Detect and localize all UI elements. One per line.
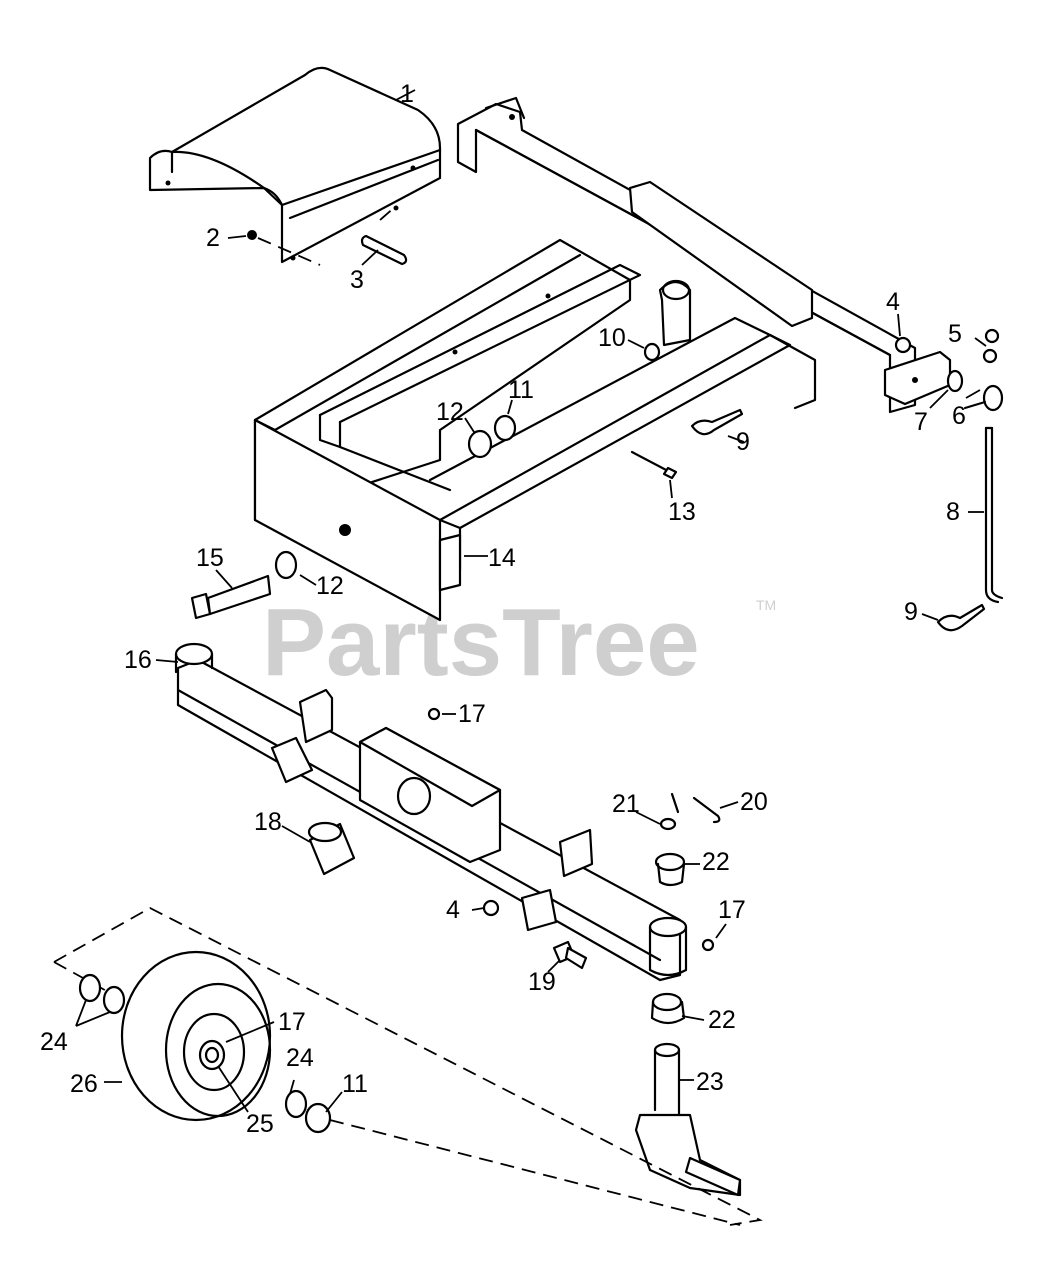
part-nut-17a [427, 707, 441, 721]
part-washer-7 [946, 369, 964, 393]
callout-4: 4 [886, 288, 900, 316]
callout-12b: 12 [316, 572, 344, 600]
callout-11b: 11 [342, 1070, 368, 1098]
part-axle-16 [174, 642, 688, 982]
part-nut-4b [482, 899, 500, 917]
callout-24b: 24 [286, 1044, 314, 1072]
watermark-brand: PartsTree [262, 589, 700, 696]
part-bolt-13 [630, 450, 678, 480]
part-rod-8 [984, 426, 1004, 604]
part-nut-17b [701, 938, 715, 952]
callout-11a: 11 [508, 376, 534, 404]
part-clip-9b [936, 603, 986, 632]
part-bushing-22b [650, 992, 686, 1025]
callout-13: 13 [668, 498, 696, 526]
part-wheel-26 [53, 906, 763, 1226]
part-pin-20 [670, 792, 721, 824]
callout-19: 19 [528, 968, 556, 996]
part-nut-10 [643, 342, 661, 362]
part-washer-12b [274, 550, 298, 580]
callout-5: 5 [948, 320, 962, 348]
callout-22b: 22 [708, 1006, 736, 1034]
part-nut-11a [493, 414, 517, 442]
callout-4b: 4 [446, 896, 460, 924]
part-nut-11b [304, 1102, 332, 1134]
callout-17c: 17 [278, 1008, 306, 1036]
part-spacer-18 [307, 821, 356, 876]
callout-17a: 17 [458, 700, 486, 728]
watermark: PartsTree TM [262, 589, 776, 696]
callout-23: 23 [696, 1068, 724, 1096]
callout-14: 14 [488, 544, 516, 572]
callout-7: 7 [914, 408, 928, 436]
part-washers-24 [78, 973, 308, 1119]
part-spindle-23 [634, 1042, 742, 1197]
watermark-trademark: TM [756, 597, 776, 613]
part-bolt-15 [190, 574, 272, 620]
part-bushing-22a [654, 852, 686, 887]
callout-25: 25 [246, 1110, 274, 1138]
callout-21: 21 [612, 790, 640, 818]
callout-22a: 22 [702, 848, 730, 876]
callout-16: 16 [124, 646, 152, 674]
callout-8: 8 [946, 498, 960, 526]
callout-9b: 9 [904, 598, 918, 626]
callout-15: 15 [196, 544, 224, 572]
part-cover-shroud [148, 66, 442, 264]
part-nut-4 [894, 336, 912, 354]
callout-10: 10 [598, 324, 626, 352]
callout-17b: 17 [718, 896, 746, 924]
part-screw-2 [247, 230, 321, 266]
callout-12a: 12 [436, 398, 464, 426]
callout-labels: 1 2 3 4 5 6 7 8 9 9 10 11 12 12 13 14 15… [40, 80, 966, 1138]
callout-2: 2 [206, 224, 220, 252]
leader-lines [75, 89, 987, 1113]
part-nuts-5 [982, 328, 1000, 364]
part-eye-6 [963, 384, 1004, 412]
part-washer-21 [659, 817, 677, 831]
part-bolt-19 [552, 940, 588, 970]
part-pin-3 [360, 205, 408, 266]
part-clip-9a [690, 408, 744, 436]
callout-18: 18 [254, 808, 282, 836]
callout-1: 1 [400, 80, 414, 108]
part-washer-12a [467, 429, 493, 459]
callout-9a: 9 [736, 428, 750, 456]
callout-6: 6 [952, 402, 966, 430]
callout-3: 3 [350, 266, 364, 294]
callout-20: 20 [740, 788, 768, 816]
callout-24a: 24 [40, 1028, 68, 1056]
callout-26: 26 [70, 1070, 98, 1098]
